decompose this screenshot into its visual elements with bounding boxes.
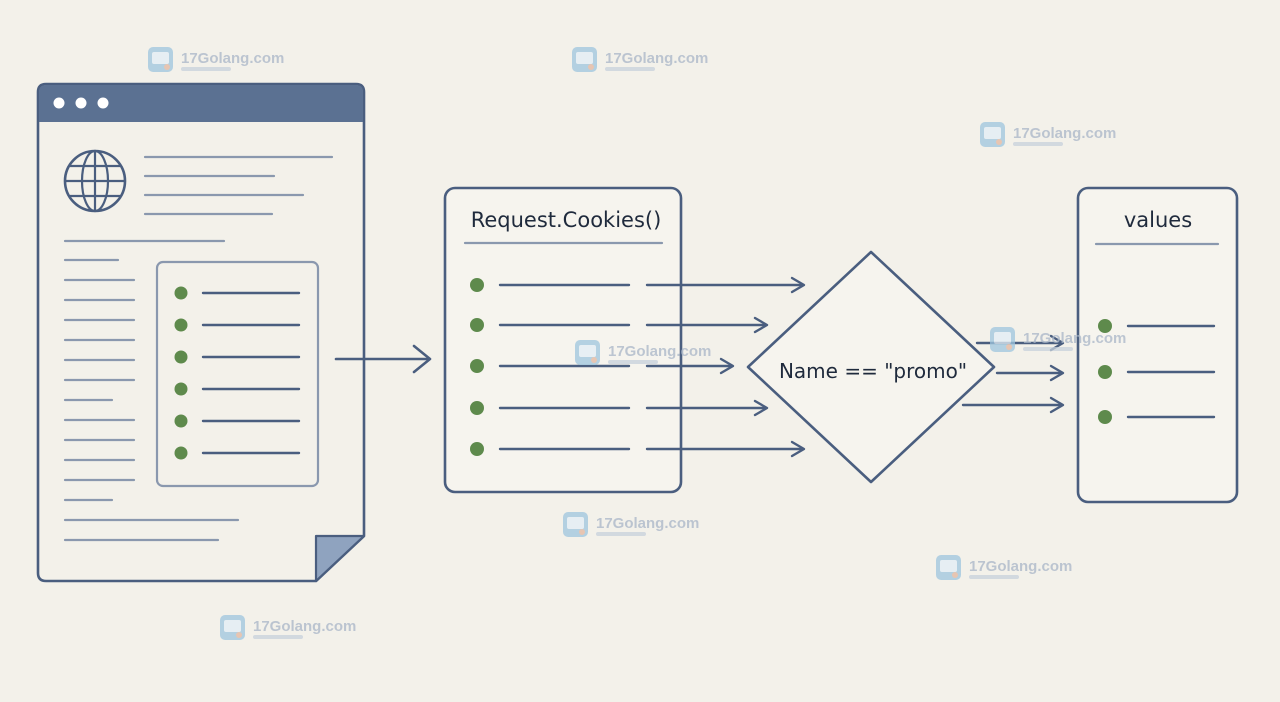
cookie-arrows (645, 276, 806, 458)
watermark-text: 17Golang.com (608, 343, 711, 360)
folded-corner-icon (314, 534, 366, 583)
watermark-text: 17Golang.com (969, 558, 1072, 575)
watermark-text: 17Golang.com (1013, 125, 1116, 142)
cookie-panel-items (174, 286, 301, 460)
globe-icon (63, 149, 127, 213)
logo-mark-icon (572, 47, 597, 72)
cookies-box: Request.Cookies() (443, 186, 683, 494)
window-control-dot (75, 97, 87, 109)
watermark: 17Golang.com (148, 47, 284, 72)
values-box: values (1076, 186, 1239, 504)
watermark-text: 17Golang.com (181, 50, 284, 67)
cookie-items (470, 278, 631, 456)
logo-mark-icon (980, 122, 1005, 147)
condition-diamond: Name == "promo" (746, 250, 996, 484)
watermark-text: 17Golang.com (596, 515, 699, 532)
logo-mark-icon (563, 512, 588, 537)
watermark: 17Golang.com (990, 327, 1126, 352)
watermark-text: 17Golang.com (253, 618, 356, 635)
logo-mark-icon (148, 47, 173, 72)
window-control-dot (97, 97, 109, 109)
logo-mark-icon (990, 327, 1015, 352)
value-items (1098, 319, 1216, 424)
window-control-dot (53, 97, 65, 109)
cookies-box-title: Request.Cookies() (471, 208, 662, 232)
logo-mark-icon (220, 615, 245, 640)
watermark: 17Golang.com (980, 122, 1116, 147)
page-text-lines (63, 258, 240, 542)
window-titlebar (39, 85, 363, 122)
browser-window (36, 82, 366, 583)
watermark-text: 17Golang.com (605, 50, 708, 67)
watermark: 17Golang.com (220, 615, 356, 640)
logo-mark-icon (936, 555, 961, 580)
logo-mark-icon (575, 340, 600, 365)
watermark: 17Golang.com (936, 555, 1072, 580)
watermark: 17Golang.com (572, 47, 708, 72)
condition-label: Name == "promo" (779, 359, 967, 383)
watermark-text: 17Golang.com (1023, 330, 1126, 347)
values-box-title: values (1124, 208, 1192, 232)
arrow-icon (334, 344, 432, 374)
watermark: 17Golang.com (575, 340, 711, 365)
cookie-panel (155, 260, 320, 488)
watermark: 17Golang.com (563, 512, 699, 537)
